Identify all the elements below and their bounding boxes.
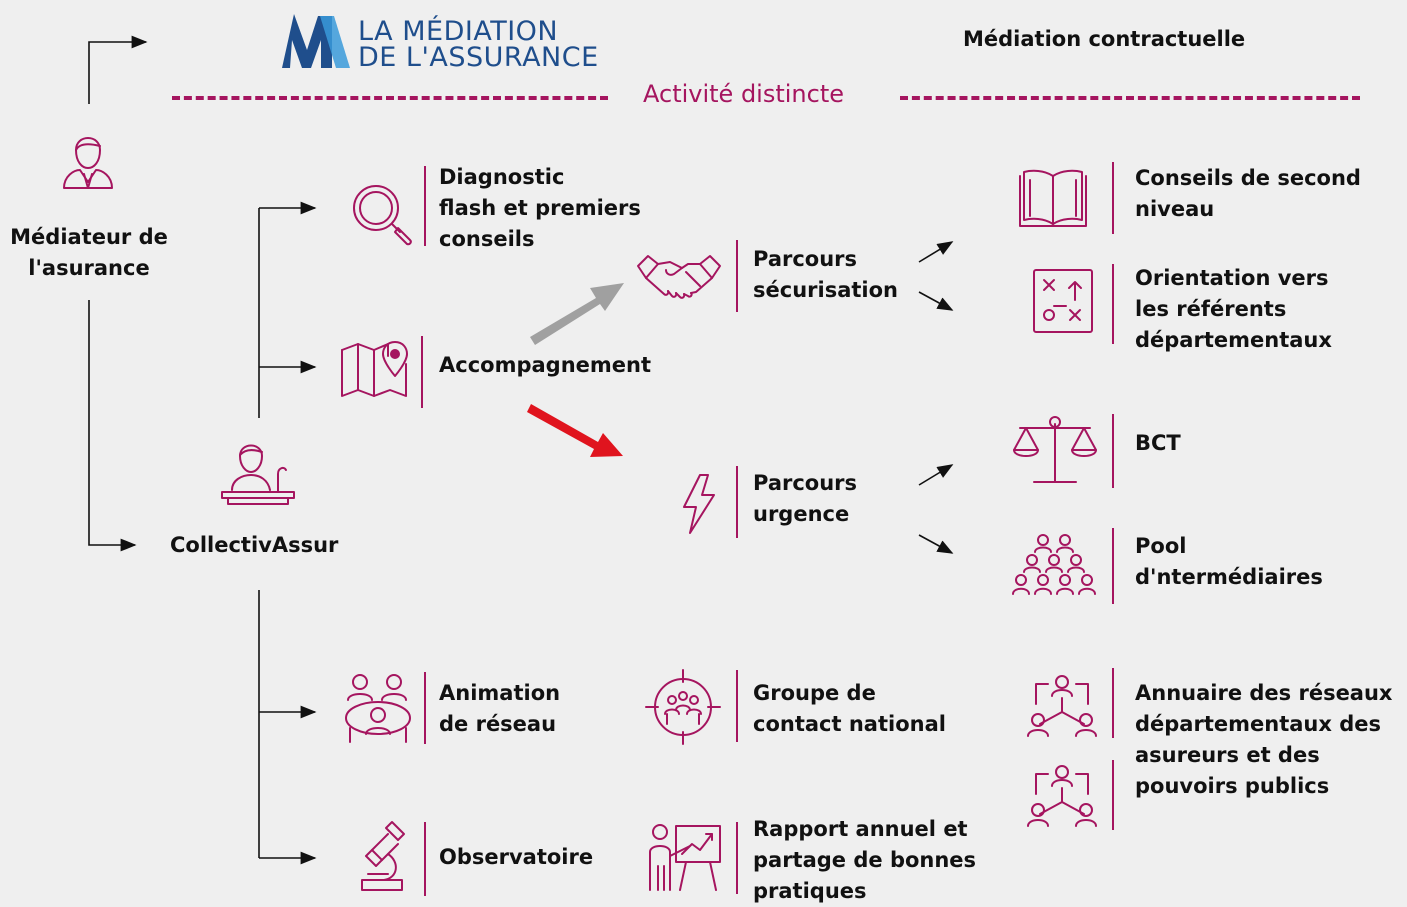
label-diagnostic: Diagnostic flash et premiers conseils (439, 165, 641, 251)
label-parcours-urgence: Parcours urgence (753, 471, 858, 526)
label-mediateur: Médiateur de l'asurance (10, 225, 168, 280)
separator (1112, 162, 1114, 234)
label-pool: Pool d'ntermédiaires (1135, 534, 1323, 589)
label-accompagnement: Accompagnement (439, 353, 651, 377)
logo-text-line2: DE L'ASSURANCE (358, 42, 599, 73)
label-rapport: Rapport annuel et partage de bonnes prat… (753, 817, 977, 903)
network-hierarchy-icon (1027, 765, 1097, 827)
scales-of-justice-icon (1013, 416, 1097, 483)
label-collectivassur: CollectivAssur (170, 533, 339, 557)
separator (424, 166, 426, 246)
group-of-people-icon (1012, 534, 1096, 595)
separator (736, 240, 738, 312)
speaker-at-podium-icon (221, 444, 295, 505)
logo-text-line1: LA MÉDIATION (358, 16, 559, 47)
lightning-icon (683, 474, 715, 534)
label-orientation: Orientation vers les référents départeme… (1135, 266, 1332, 352)
label-observatoire: Observatoire (439, 845, 594, 869)
label-bct: BCT (1135, 431, 1181, 455)
open-book-icon (1019, 169, 1087, 227)
separator (1112, 668, 1114, 738)
dashed-separator-left (172, 96, 608, 100)
arrow-to-conseils (918, 241, 954, 263)
label-parcours-securisation: Parcours sécurisation (753, 247, 898, 302)
separator (424, 822, 426, 896)
label-annuaire: Annuaire des réseaux départementaux des … (1135, 681, 1393, 798)
microscope-icon (361, 821, 405, 891)
separator (1112, 760, 1114, 830)
separator (1112, 414, 1114, 488)
arrow-to-bct (918, 464, 954, 486)
network-animation-icon (345, 674, 411, 743)
separator (1112, 264, 1114, 344)
activity-label: Activité distincte (643, 80, 845, 108)
presentation-chart-icon (649, 824, 721, 891)
logo-mark-icon (282, 14, 350, 68)
separator (421, 336, 423, 408)
connector-mediateur-logo (88, 35, 148, 104)
label-conseils: Conseils de second niveau (1135, 166, 1361, 221)
separator (424, 672, 426, 744)
handshake-icon (637, 255, 721, 299)
arrow-red-urgence (527, 404, 623, 457)
arrow-to-pool (918, 534, 954, 554)
label-animation: Animation de réseau (439, 681, 561, 736)
dashed-separator-right (900, 96, 1360, 100)
separator (736, 822, 738, 894)
arrow-to-orientation (918, 291, 954, 311)
magnifier-icon (353, 185, 412, 246)
map-pin-icon (341, 341, 408, 397)
strategy-board-icon (1033, 269, 1093, 333)
separator (736, 466, 738, 538)
network-hierarchy-icon (1027, 675, 1097, 737)
mediator-person-icon (63, 137, 113, 189)
label-groupe: Groupe de contact national (753, 681, 946, 736)
target-group-icon (645, 669, 721, 745)
separator (1112, 528, 1114, 604)
separator (736, 670, 738, 742)
header-mediation-contractuelle: Médiation contractuelle (963, 27, 1246, 51)
connector-mediateur-collectiv (88, 300, 137, 552)
arrow-gray-securisation (530, 283, 624, 345)
